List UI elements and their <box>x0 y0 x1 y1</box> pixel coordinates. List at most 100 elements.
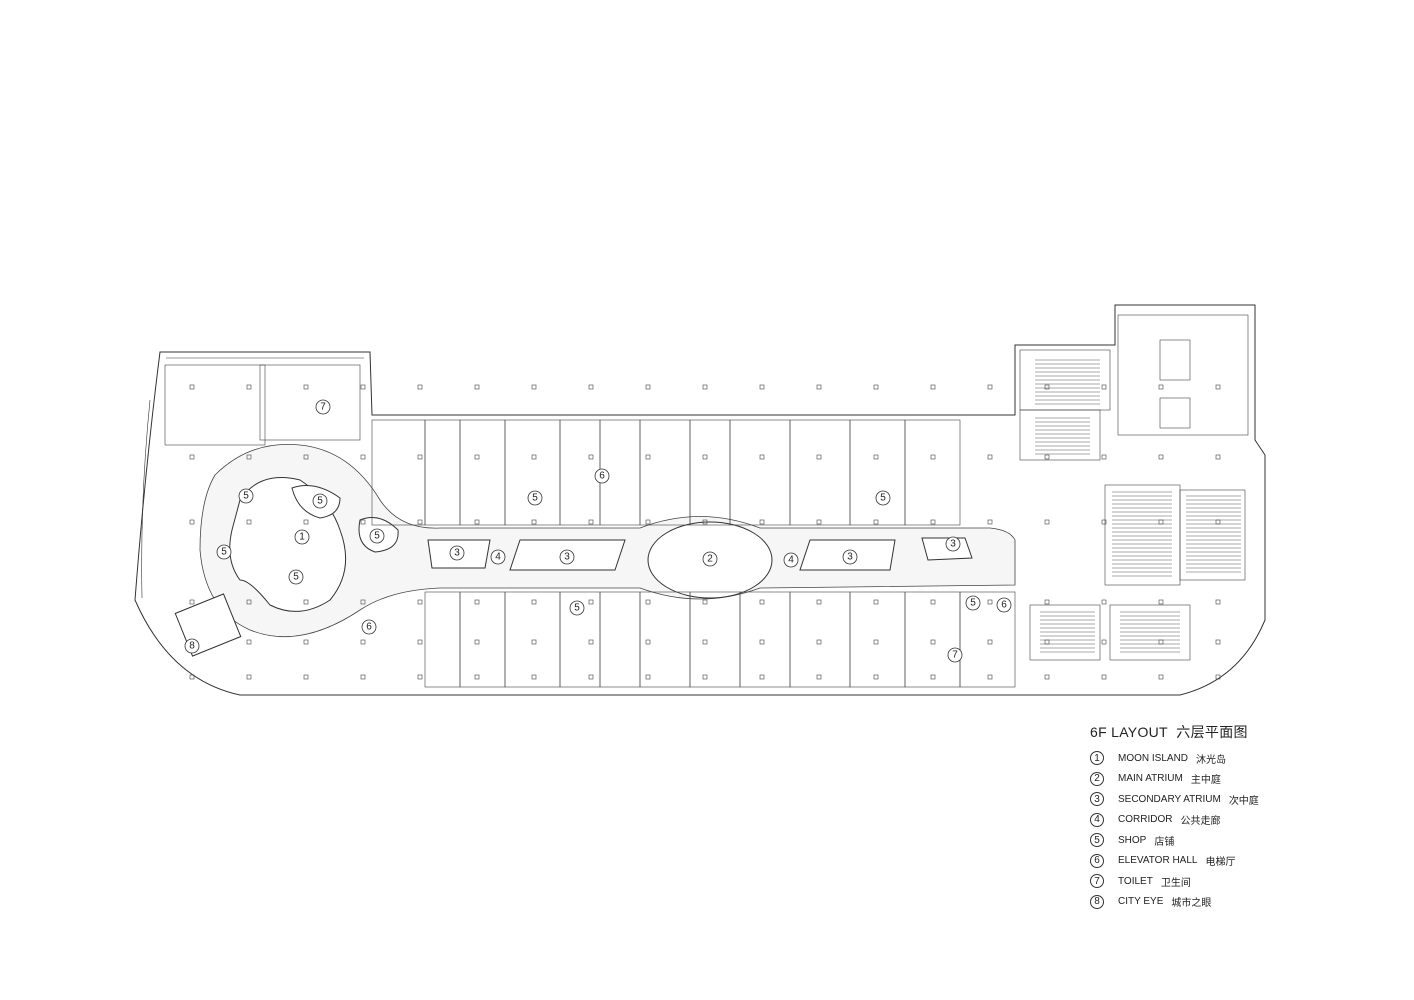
column <box>189 519 195 525</box>
cinema-hall <box>1179 489 1246 581</box>
column <box>531 454 537 460</box>
column <box>1215 639 1221 645</box>
legend-number: 6 <box>1090 853 1104 868</box>
elevator-core <box>1159 339 1191 381</box>
column <box>702 674 708 680</box>
legend-label-cn: 主中庭 <box>1190 775 1221 787</box>
column <box>360 384 366 390</box>
legend-label-cn: 卫生间 <box>1160 877 1191 889</box>
zone-marker-number: 6 <box>366 622 372 633</box>
zone-marker: 5 <box>965 595 981 611</box>
column <box>417 519 423 525</box>
shop-unit <box>599 591 641 688</box>
title-cn: 六层平面图 <box>1176 724 1248 740</box>
legend-label-cn: 电梯厅 <box>1205 857 1236 869</box>
column <box>588 519 594 525</box>
column <box>303 639 309 645</box>
column <box>645 519 651 525</box>
column <box>417 454 423 460</box>
column <box>1044 519 1050 525</box>
column <box>360 599 366 605</box>
zone-marker: 5 <box>369 528 385 544</box>
column <box>1101 384 1107 390</box>
zone-marker: 5 <box>288 569 304 585</box>
column <box>930 599 936 605</box>
column <box>930 674 936 680</box>
column <box>531 519 537 525</box>
column <box>246 639 252 645</box>
column <box>930 519 936 525</box>
column <box>930 454 936 460</box>
zone-marker: 3 <box>842 549 858 565</box>
zone-marker: 5 <box>312 493 328 509</box>
legend-number: 2 <box>1090 771 1104 786</box>
column <box>531 674 537 680</box>
legend-label-cn: 沐光岛 <box>1196 754 1227 766</box>
column <box>1044 599 1050 605</box>
zone-marker: 5 <box>875 490 891 506</box>
cinema-hall <box>1109 604 1191 661</box>
column <box>987 519 993 525</box>
column <box>1101 674 1107 680</box>
shop-unit <box>164 364 266 446</box>
column <box>303 454 309 460</box>
column <box>816 674 822 680</box>
zone-marker: 8 <box>184 638 200 654</box>
shop-unit <box>424 591 461 688</box>
column <box>588 674 594 680</box>
column <box>645 454 651 460</box>
shop-unit <box>639 591 691 688</box>
column <box>987 639 993 645</box>
shop-unit <box>459 419 506 526</box>
zone-marker: 1 <box>294 529 310 545</box>
zone-marker-number: 5 <box>293 572 299 583</box>
column <box>1101 519 1107 525</box>
column <box>645 384 651 390</box>
zone-marker-number: 4 <box>788 555 794 566</box>
zone-marker: 5 <box>569 600 585 616</box>
column <box>702 519 708 525</box>
shop-unit <box>789 591 851 688</box>
column <box>474 674 480 680</box>
legend-label-en: CITY EYE <box>1118 896 1164 908</box>
zone-marker: 3 <box>559 549 575 565</box>
legend-label-en: CORRIDOR <box>1118 814 1173 826</box>
shop-unit <box>259 364 361 441</box>
zone-marker: 3 <box>449 545 465 561</box>
zone-marker: 4 <box>783 552 799 568</box>
zone-marker-number: 5 <box>970 598 976 609</box>
column <box>1215 519 1221 525</box>
column <box>987 599 993 605</box>
shop-unit <box>729 419 791 526</box>
column <box>588 599 594 605</box>
legend-label-cn: 次中庭 <box>1228 795 1259 807</box>
column <box>246 384 252 390</box>
column <box>588 454 594 460</box>
building-outline <box>134 304 1266 696</box>
column <box>1044 384 1050 390</box>
column <box>816 519 822 525</box>
zone-marker-number: 6 <box>1001 600 1007 611</box>
column <box>189 599 195 605</box>
column <box>873 519 879 525</box>
zone-marker-number: 5 <box>574 603 580 614</box>
zone-marker-number: 5 <box>880 493 886 504</box>
column <box>1044 454 1050 460</box>
column <box>645 599 651 605</box>
column <box>759 639 765 645</box>
zone-marker-number: 3 <box>454 548 460 559</box>
shop-unit <box>559 419 601 526</box>
shop-unit <box>739 591 791 688</box>
column <box>702 639 708 645</box>
shop-unit <box>689 419 731 526</box>
shop-unit <box>959 591 1016 688</box>
zone-marker: 5 <box>238 488 254 504</box>
column <box>873 599 879 605</box>
title-en: 6F LAYOUT <box>1090 724 1168 740</box>
column <box>816 384 822 390</box>
column <box>246 519 252 525</box>
